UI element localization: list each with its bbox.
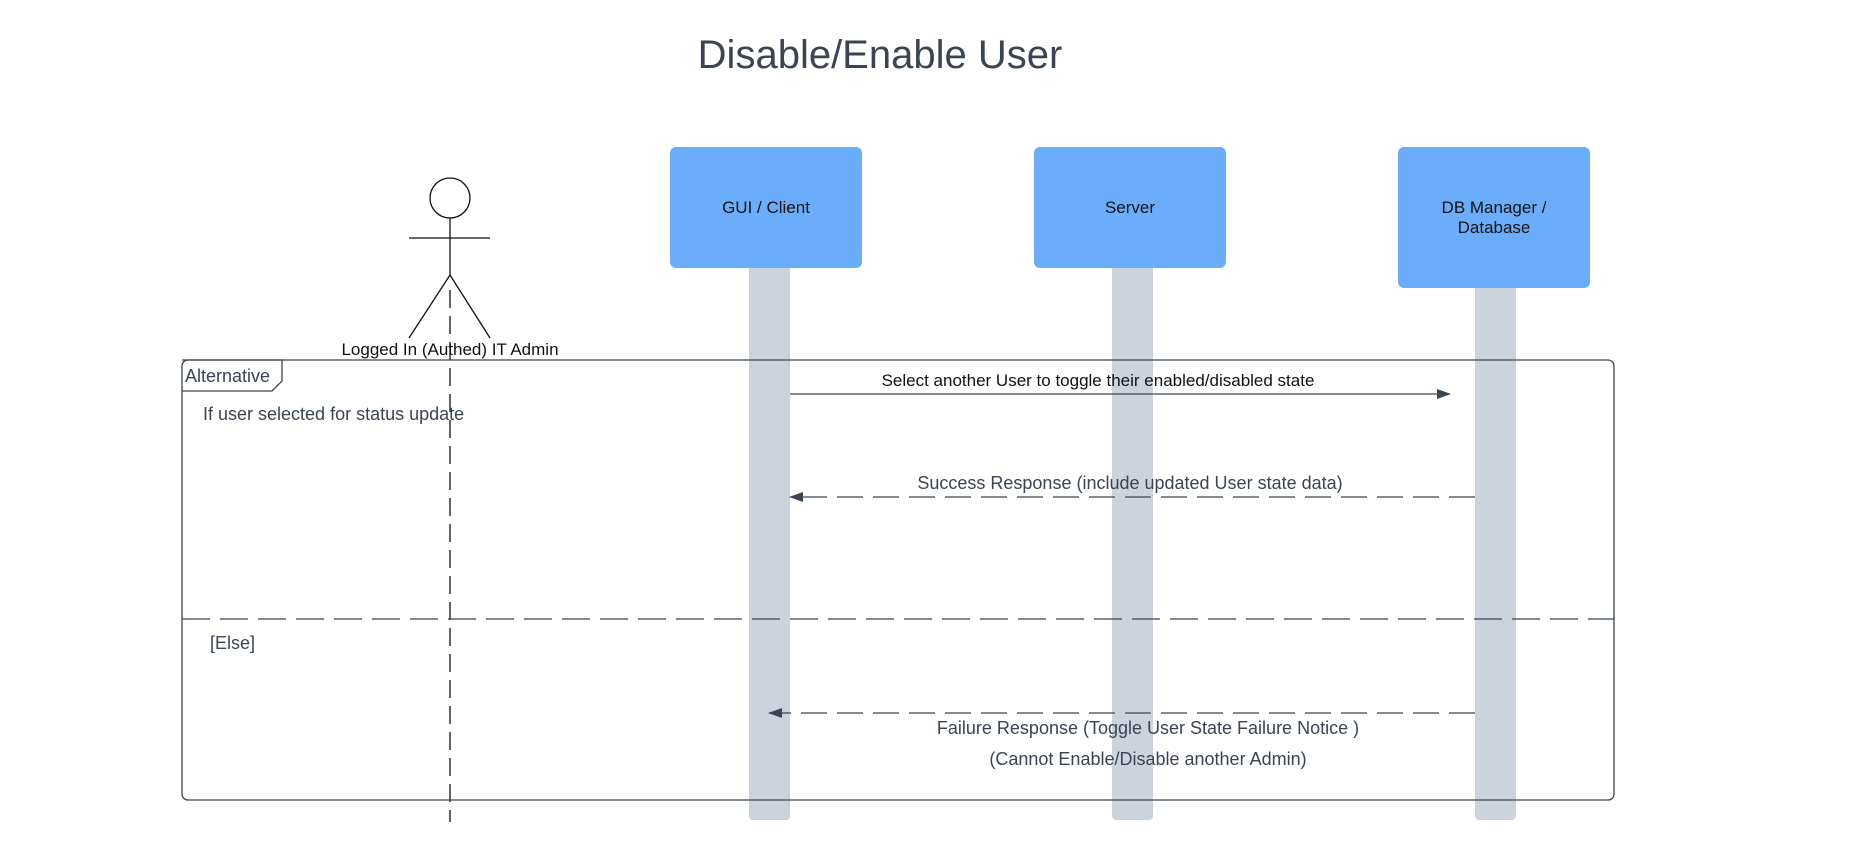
alt-guard: If user selected for status update <box>203 404 464 424</box>
alt-else-guard: [Else] <box>210 633 255 653</box>
message-label-failure-response-line-2: (Cannot Enable/Disable another Admin) <box>989 749 1306 769</box>
participant-label-line-2: Database <box>1458 218 1531 237</box>
participant-label-line-1: DB Manager / <box>1442 198 1547 217</box>
actor-label: Logged In (Authed) IT Admin <box>341 340 558 359</box>
participant-db-manager: DB Manager / Database <box>1398 147 1590 288</box>
message-label-success-response: Success Response (include updated User s… <box>917 473 1342 493</box>
participant-label: Server <box>1105 198 1155 217</box>
message-label-failure-response-line-1: Failure Response (Toggle User State Fail… <box>937 718 1359 738</box>
lifeline-gui-client <box>749 240 790 820</box>
diagram-title: Disable/Enable User <box>698 33 1063 77</box>
participant-label: GUI / Client <box>722 198 810 217</box>
alt-fragment-tab <box>182 359 283 392</box>
alt-fragment-operator: Alternative <box>185 366 270 386</box>
lifeline-db-manager <box>1475 260 1516 820</box>
lifeline-server <box>1112 240 1153 820</box>
participant-gui-client: GUI / Client <box>670 147 862 268</box>
message-label-select-user: Select another User to toggle their enab… <box>882 371 1315 390</box>
alt-fragment-frame <box>181 359 1615 801</box>
participant-server: Server <box>1034 147 1226 268</box>
actor-stick-figure-icon <box>408 177 491 339</box>
